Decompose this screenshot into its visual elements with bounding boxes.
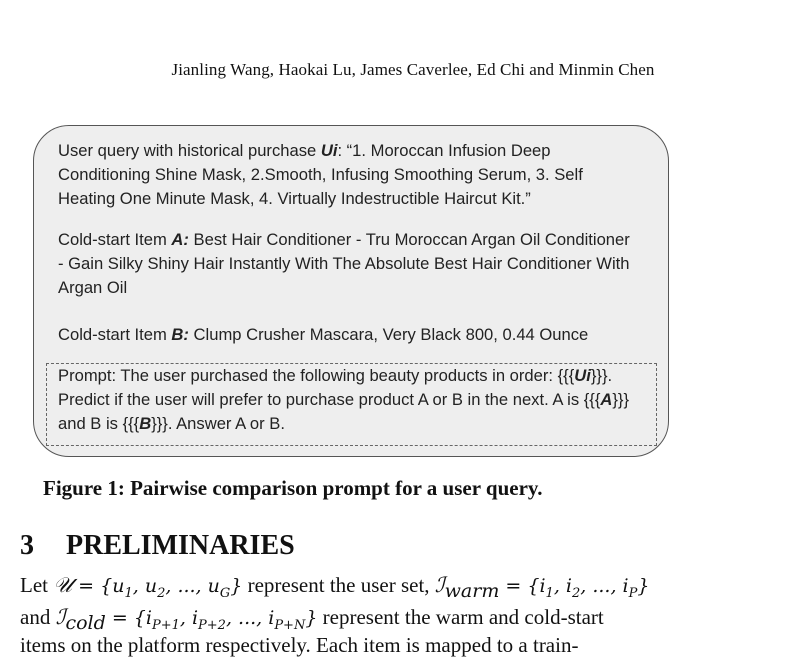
section-number: 3 <box>20 530 34 561</box>
body-line-2: and ℐcold = {iP+1, iP+2, ..., iP+N} repr… <box>20 605 604 635</box>
cold-start-item-a-text: Cold-start Item A: Best Hair Conditioner… <box>58 230 630 297</box>
prompt-text: Prompt: The user purchased the following… <box>58 366 629 433</box>
running-header-authors: Jianling Wang, Haokai Lu, James Caverlee… <box>171 60 655 79</box>
section-title: PRELIMINARIES <box>66 530 295 561</box>
user-query-text: User query with historical purchase Ui: … <box>58 141 583 208</box>
section-heading: 3 PRELIMINARIES <box>20 530 295 562</box>
figure-panel <box>33 125 669 457</box>
prompt-box <box>46 363 657 446</box>
figure-caption: Figure 1: Pairwise comparison prompt for… <box>43 476 543 500</box>
cold-start-item-b-text: Cold-start Item B: Clump Crusher Mascara… <box>58 325 589 344</box>
body-line-1: Let 𝒰 = {u1, u2, ..., uG} represent the … <box>20 573 650 603</box>
